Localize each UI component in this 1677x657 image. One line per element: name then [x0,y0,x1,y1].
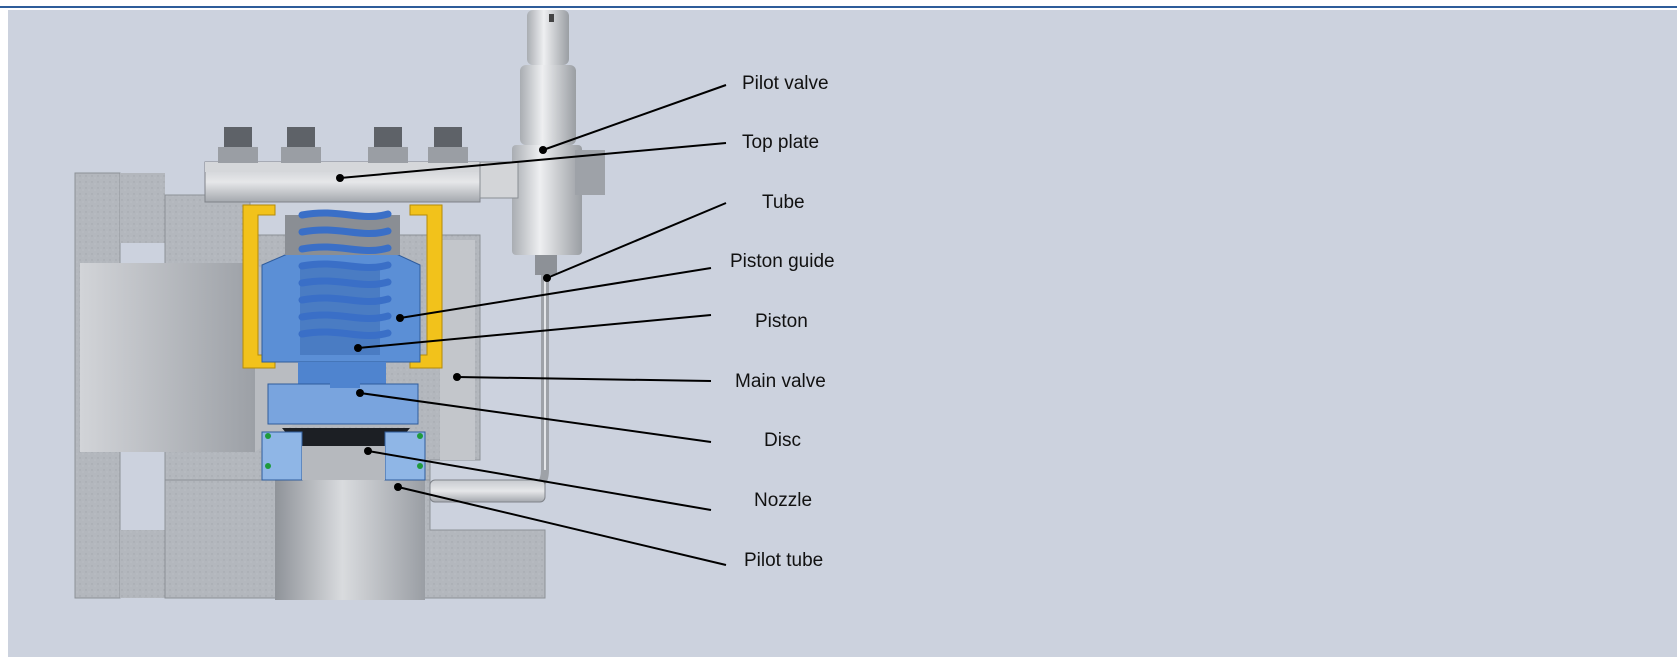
leader-line-piston [357,314,712,349]
leader-line-disc [359,392,712,443]
labels: Pilot valve Top plate Tube Piston guide … [730,73,835,571]
label-tube: Tube [762,192,805,213]
label-top-plate: Top plate [742,132,819,153]
bolts [218,127,468,163]
nozzle [261,431,426,481]
leader-line-pilot-tube [397,486,727,566]
label-pilot-valve: Pilot valve [742,73,829,94]
bolt [428,127,468,163]
leader-line-pilot-valve [542,84,727,151]
leader-dot-piston [354,344,362,352]
label-main-valve: Main valve [735,371,826,392]
leader-lines [339,84,727,566]
leader-dot-nozzle [364,447,372,455]
leader-dots [336,146,551,491]
label-piston: Piston [755,311,808,332]
label-nozzle: Nozzle [754,490,812,511]
leader-dot-pilot-tube [394,483,402,491]
leader-line-tube [546,202,727,279]
leader-dot-disc [356,389,364,397]
bolt [368,127,408,163]
bolt [281,127,321,163]
leader-line-piston-guide [399,267,712,319]
top-plate [204,161,481,203]
leader-dot-piston-guide [396,314,404,322]
top-border-bar [0,0,1677,8]
leader-line-main-valve [456,376,712,382]
pilot-tube [429,479,546,503]
piston-guide [242,204,443,369]
label-disc: Disc [764,430,801,451]
label-piston-guide: Piston guide [730,251,835,272]
spring [298,209,392,340]
pilot-valve [479,10,605,275]
leader-dot-main-valve [453,373,461,381]
disc [267,374,419,446]
leader-line-top-plate [339,142,727,179]
bolt [218,127,258,163]
leader-line-nozzle [367,450,712,511]
label-pilot-tube: Pilot tube [744,550,823,571]
leader-dot-pilot-valve [539,146,547,154]
leader-dot-tube [543,274,551,282]
leader-dot-top-plate [336,174,344,182]
